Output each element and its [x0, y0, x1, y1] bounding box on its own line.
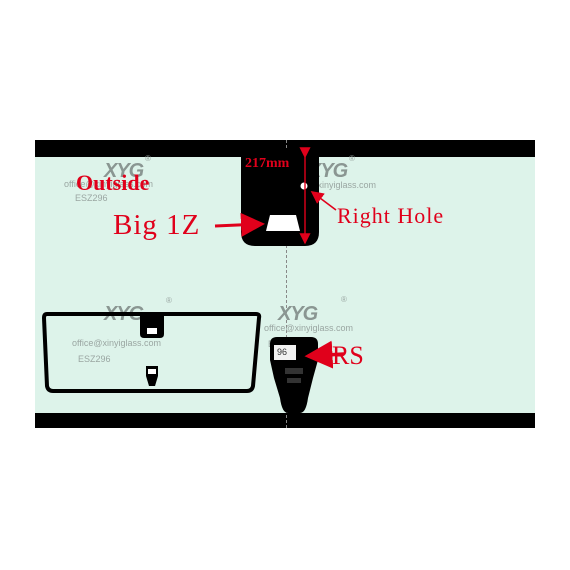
bracket-slot: [287, 378, 301, 383]
watermark-code: ESZ296: [75, 193, 108, 203]
watermark-logo: XYG: [278, 303, 318, 325]
bottom-frit-band: [35, 413, 535, 428]
rain-sensor-window: [274, 345, 296, 360]
thumbnail-bracket-top-window: [147, 328, 157, 334]
watermark-email: office@xinyiglass.com: [287, 180, 377, 190]
watermark-registered: ®: [145, 154, 151, 163]
thumbnail-bracket-bottom-window: [148, 369, 156, 374]
bracket-slot: [285, 368, 303, 374]
thumbnail-bracket-top: [140, 314, 164, 338]
sensor-code-label: 96: [277, 347, 288, 357]
watermark-logo: XYG: [104, 160, 144, 182]
watermark-email: office@xinyiglass.com: [64, 179, 154, 189]
watermark-registered: ®: [341, 295, 347, 304]
watermark-email: office@xinyiglass.com: [264, 323, 354, 333]
watermark-registered: ®: [166, 296, 172, 305]
top-frit-band: [35, 140, 535, 157]
dimension-label: 217mm: [245, 156, 290, 171]
right-hole-label: Right Hole: [337, 203, 445, 228]
watermark-registered: ®: [349, 154, 355, 163]
watermark-email: office@xinyiglass.com: [72, 338, 162, 348]
big-1z-bracket: [266, 215, 300, 231]
big-1z-arrow: [214, 212, 265, 237]
windshield-thumbnail: [41, 312, 262, 393]
center-line: [286, 140, 288, 428]
rs-arrow: [304, 340, 345, 369]
rs-label: RS: [332, 341, 364, 370]
right-hole: [300, 182, 308, 190]
big-1z-label: Big 1Z: [113, 209, 201, 241]
right-hole-arrow: [310, 191, 337, 211]
outside-label: Outside: [76, 170, 150, 195]
watermark-code: ESZ296: [78, 354, 111, 364]
